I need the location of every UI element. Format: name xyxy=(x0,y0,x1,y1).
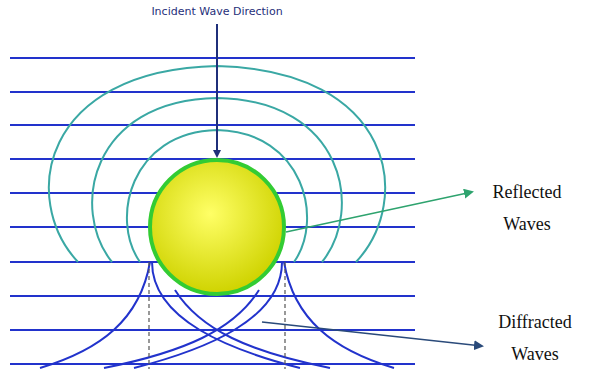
cylinder-body xyxy=(150,160,284,294)
reflected-leader xyxy=(286,192,472,232)
incident-wave-lines xyxy=(10,58,415,364)
direction-label: Incident Wave Direction xyxy=(151,5,282,18)
callout-label: Reflected Waves xyxy=(482,176,572,240)
incident-arrow xyxy=(216,24,218,156)
diffracted-leader xyxy=(262,322,482,346)
callout-label: Diffracted Waves xyxy=(490,306,580,369)
